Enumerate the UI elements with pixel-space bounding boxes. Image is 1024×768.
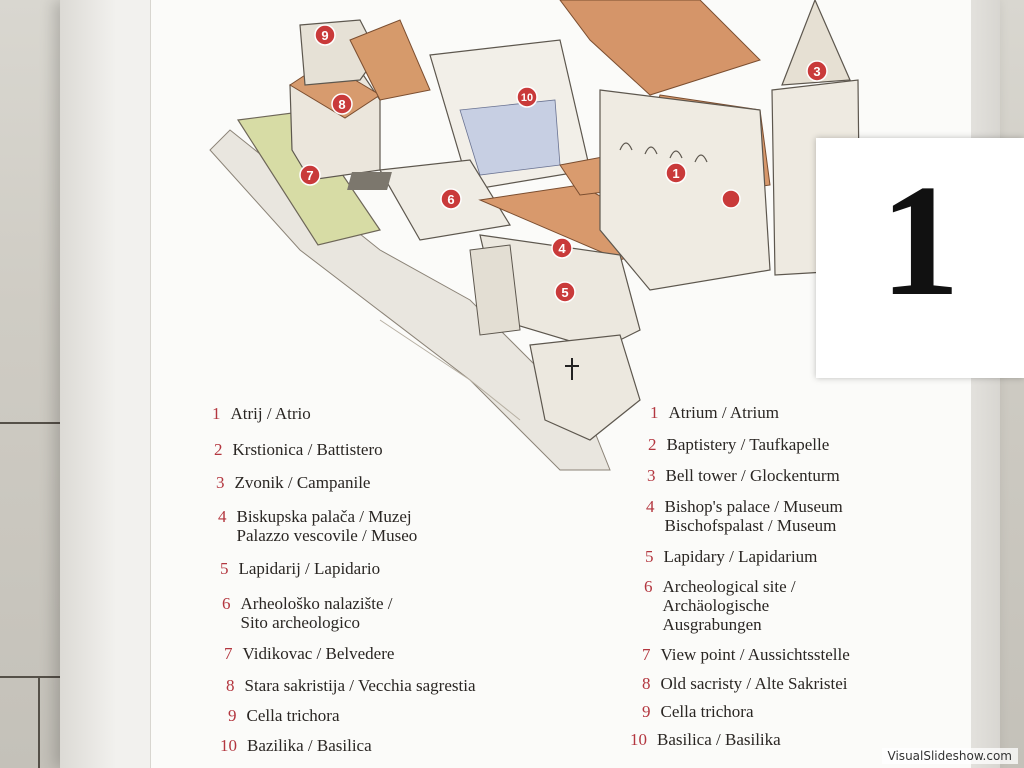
legend-line: Biskupska palača / Muzej bbox=[236, 507, 412, 526]
atrium-walls bbox=[599, 89, 771, 291]
legend-line: Bishop's palace / Museum bbox=[664, 497, 843, 516]
grate-pit bbox=[347, 172, 392, 190]
svg-text:9: 9 bbox=[321, 28, 328, 43]
map-marker-5: 5 bbox=[554, 281, 576, 303]
legend-line: Archeological site / bbox=[662, 577, 796, 596]
chapel-cross bbox=[565, 358, 579, 380]
svg-text:5: 5 bbox=[561, 285, 568, 300]
lower-chapel-block bbox=[529, 334, 641, 441]
svg-text:4: 4 bbox=[558, 241, 566, 256]
legend-line: Palazzo vescovile / Museo bbox=[236, 526, 418, 545]
bell-tower-spire bbox=[781, 0, 851, 86]
map-marker-1: 1 bbox=[665, 162, 687, 184]
legend-line: Sito archeologico bbox=[240, 613, 360, 632]
map-marker-4: 4 bbox=[551, 237, 573, 259]
sign-number: 1 bbox=[880, 151, 960, 329]
shore-path bbox=[379, 319, 521, 421]
complex-axonometric-drawing: 1 3 4 5 6 7 8 9 10 bbox=[209, 0, 861, 471]
watermark-text: VisualSlideshow.com bbox=[881, 748, 1018, 764]
svg-text:3: 3 bbox=[813, 64, 820, 79]
floor-tile-seam bbox=[0, 422, 60, 424]
cella-trichora-roof bbox=[349, 19, 431, 101]
legend-line: Arheološko nalazište / bbox=[240, 594, 393, 613]
map-marker-8: 8 bbox=[331, 93, 353, 115]
map-marker-2-unlabeled bbox=[721, 189, 741, 209]
map-marker-7: 7 bbox=[299, 164, 321, 186]
arched-windows bbox=[619, 142, 708, 163]
svg-text:7: 7 bbox=[306, 168, 313, 183]
basilica-roof bbox=[559, 0, 761, 96]
legend-line: Archäologische bbox=[662, 596, 770, 615]
svg-text:8: 8 bbox=[338, 97, 345, 112]
map-marker-10: 10 bbox=[516, 86, 538, 108]
map-marker-3: 3 bbox=[806, 60, 828, 82]
legend-line: Bischofspalast / Museum bbox=[664, 516, 837, 535]
legend-line: Ausgrabungen bbox=[662, 615, 762, 634]
svg-text:6: 6 bbox=[447, 192, 454, 207]
map-marker-9: 9 bbox=[314, 24, 336, 46]
floor-tile-seam bbox=[0, 676, 60, 678]
map-marker-6: 6 bbox=[440, 188, 462, 210]
lapidary-walls bbox=[469, 244, 521, 336]
svg-text:1: 1 bbox=[672, 166, 679, 181]
floor-tile-seam bbox=[38, 678, 40, 768]
svg-text:10: 10 bbox=[521, 92, 533, 104]
numbered-paper-sign: 1 bbox=[816, 138, 1024, 378]
